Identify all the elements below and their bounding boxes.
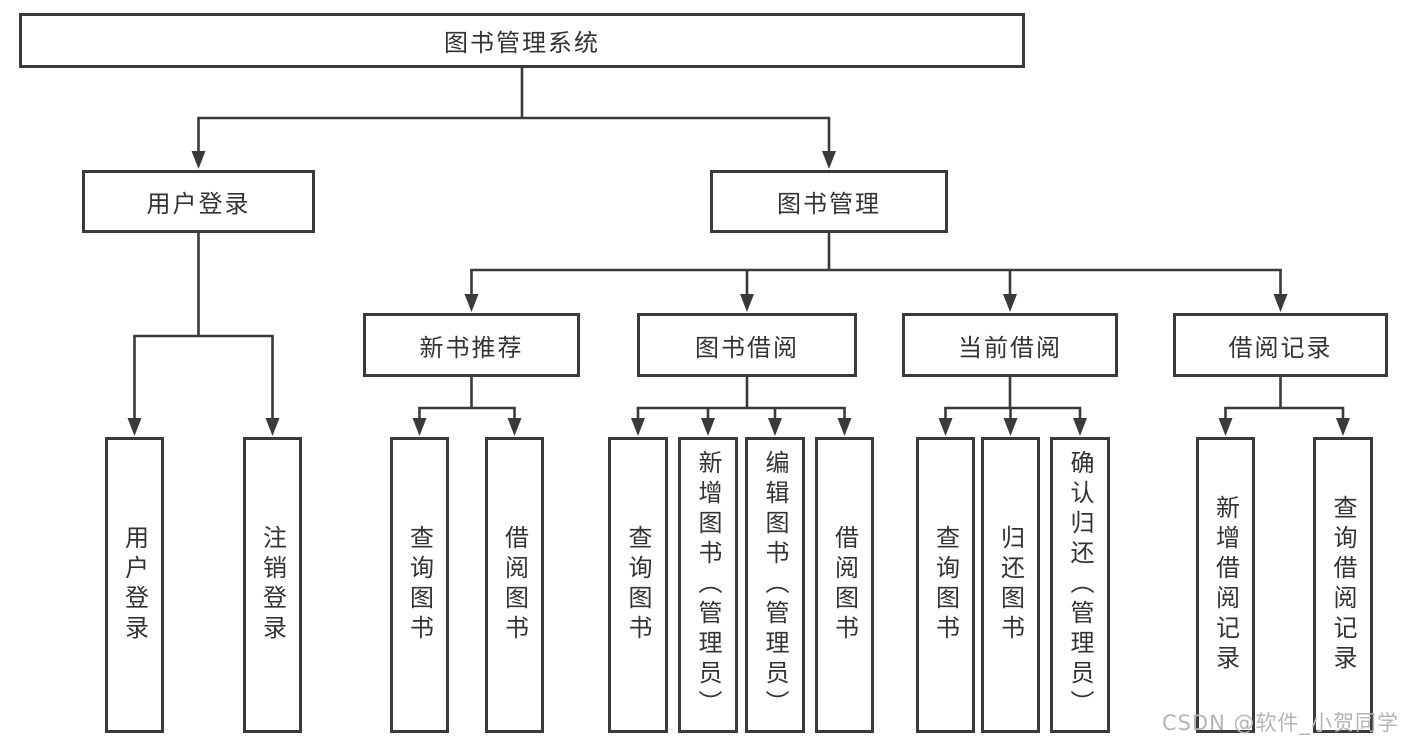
node-cb-confirm: 确认归还（管理员） xyxy=(1050,437,1110,733)
node-login: 用户登录 xyxy=(105,437,164,733)
node-logout: 注销登录 xyxy=(243,437,302,733)
node-bb-add: 新增图书（管理员） xyxy=(678,437,738,733)
node-cb-return: 归还图书 xyxy=(981,437,1040,733)
node-nbr-query: 查询图书 xyxy=(390,437,449,733)
node-new-book-rec: 新书推荐 xyxy=(363,313,580,377)
node-root: 图书管理系统 xyxy=(19,13,1025,68)
node-bb-query: 查询图书 xyxy=(608,437,668,733)
node-bb-borrow: 借阅图书 xyxy=(815,437,874,733)
watermark: CSDN @软件_小贺同学 xyxy=(1161,711,1399,735)
node-current-borrow: 当前借阅 xyxy=(902,313,1118,377)
node-book-borrow: 图书借阅 xyxy=(637,313,857,377)
node-cb-query: 查询图书 xyxy=(916,437,975,733)
node-borrow-records: 借阅记录 xyxy=(1173,313,1388,377)
node-book-mgmt: 图书管理 xyxy=(710,170,948,233)
node-nbr-borrow: 借阅图书 xyxy=(485,437,544,733)
node-bb-edit: 编辑图书（管理员） xyxy=(745,437,805,733)
node-user-login: 用户登录 xyxy=(82,170,315,233)
node-br-add: 新增借阅记录 xyxy=(1196,437,1255,733)
node-br-query: 查询借阅记录 xyxy=(1313,437,1373,733)
